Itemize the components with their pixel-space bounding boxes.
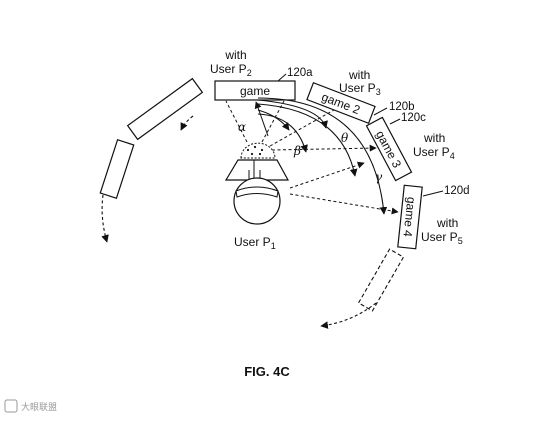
view-lines	[225, 100, 399, 215]
figure-label: FIG. 4C	[244, 364, 290, 379]
user-p1-label: User P1	[234, 235, 276, 251]
screen-120c-leader	[389, 118, 401, 125]
left-rotation-arrow-upper	[180, 115, 194, 131]
ghost-screen-lower	[357, 248, 405, 312]
screen-120a-leader	[277, 73, 287, 82]
user-p1-visor	[224, 159, 290, 181]
user-p1-headset	[240, 142, 276, 159]
ghost-rotation-arrow	[320, 302, 377, 329]
watermark-text: 大眼联盟	[21, 401, 57, 412]
screen-120d: game 4 120d with User P5	[397, 184, 470, 250]
screen-120d-leader	[422, 190, 444, 197]
user-p1: User P1	[224, 142, 290, 251]
left-screen-upper	[126, 77, 204, 141]
screen-120a-text: game	[240, 84, 270, 98]
screen-120c-user-label: User P4	[413, 145, 455, 161]
user-p1-head	[233, 177, 281, 225]
screen-120a-user-label: User P2	[210, 62, 252, 78]
alpha-label: α	[238, 120, 246, 134]
screen-120c-frame	[365, 116, 413, 182]
left-rotation-arrow-lower	[101, 194, 109, 243]
screen-120b-ref: 120b	[389, 101, 415, 113]
gamma-label: γ	[375, 170, 383, 184]
screen-120c-with-label: with	[423, 131, 445, 145]
screen-120d-text: game 4	[400, 196, 418, 238]
screen-120a-ref: 120a	[287, 67, 313, 79]
left-screen-lower	[99, 138, 135, 200]
watermark-logo-icon	[4, 399, 18, 413]
theta-arc-upper	[257, 99, 328, 129]
beta-label: β	[293, 144, 301, 158]
theta-arc	[257, 103, 358, 177]
screen-120b-leader	[373, 107, 388, 116]
screen-120d-with-label: with	[436, 216, 458, 230]
gamma-arc	[257, 97, 388, 215]
screen-120b: game 2 with User P3 120b	[306, 68, 415, 125]
screen-120b-user-label: User P3	[339, 81, 381, 97]
beta-arc	[257, 113, 308, 153]
screen-120a-frame	[214, 80, 296, 101]
theta-label: θ	[341, 131, 349, 145]
watermark: 大眼联盟	[4, 399, 57, 413]
angle-arcs	[257, 97, 388, 215]
screen-120d-ref: 120d	[444, 185, 470, 197]
screen-120a-with-label: with	[224, 48, 246, 62]
screen-120d-user-label: User P5	[421, 230, 463, 246]
screen-120b-with-label: with	[348, 68, 370, 82]
screen-120a: game with User P2 120a	[210, 48, 313, 101]
screen-120b-frame	[306, 81, 376, 125]
screen-120d-frame	[397, 184, 423, 250]
screen-120c-ref: 120c	[401, 112, 426, 124]
